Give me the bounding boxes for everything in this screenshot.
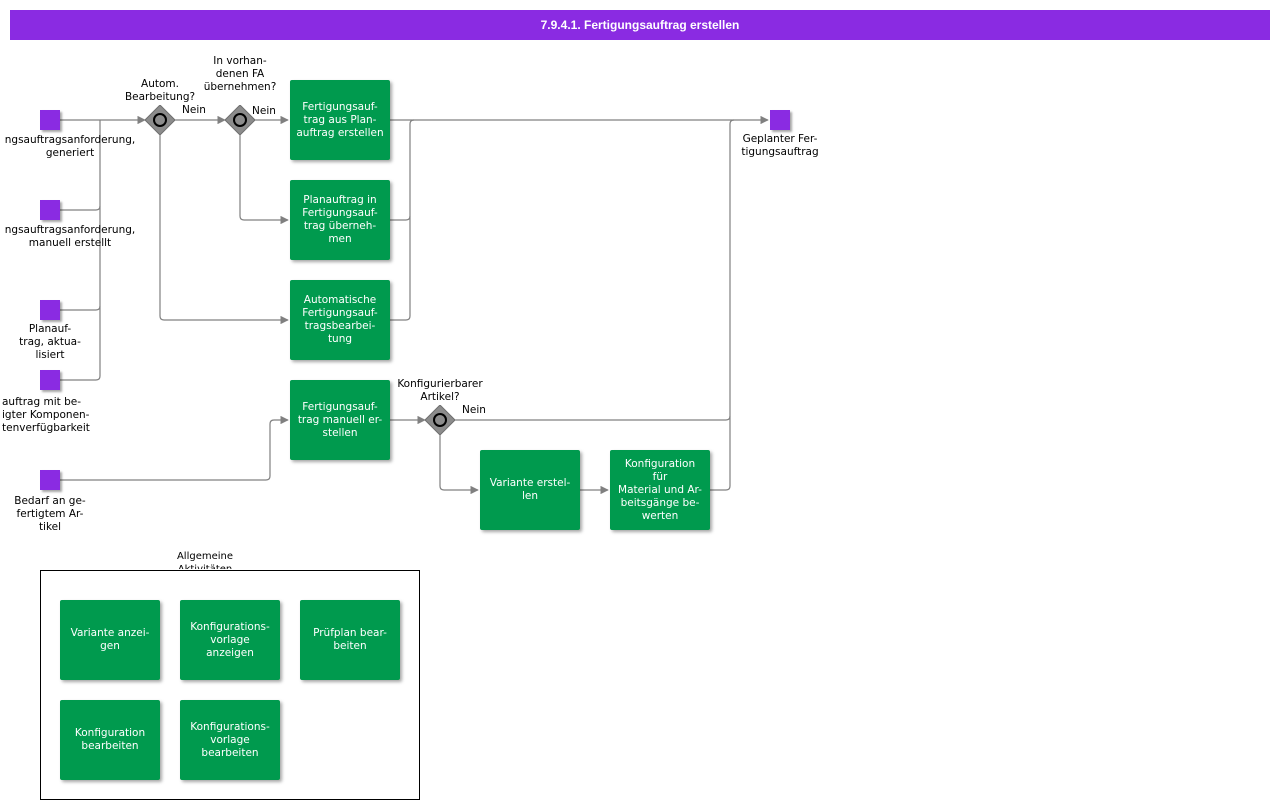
gateway-2-icon	[225, 105, 255, 135]
gateway-1-icon	[145, 105, 175, 135]
start-event-4	[40, 370, 60, 390]
flow-e3-merge	[60, 206, 101, 311]
activity-konfiguration-bewerten[interactable]: Konfiguration für Material und Ar- beits…	[610, 450, 710, 530]
activity-konfiguration-bearbeiten[interactable]: Konfiguration bearbeiten	[60, 700, 160, 780]
diagram-title: 7.9.4.1. Fertigungsauftrag erstellen	[10, 10, 1270, 40]
start-event-1-label: ngsauftragsanforderung, generiert	[4, 134, 136, 159]
gateway-2-no-label: Nein	[252, 105, 276, 117]
gateway-3-icon	[425, 405, 455, 435]
flow-e4-merge	[60, 306, 101, 381]
gateway-3-label: Konfigurierbarer Artikel?	[397, 378, 483, 403]
gateway-2-label: In vorhan- denen FA übernehmen?	[203, 55, 277, 93]
group-title: Allgemeine Aktivitäten	[176, 551, 234, 569]
flow-g1-a3	[159, 135, 289, 325]
flow-g2-a2	[239, 135, 289, 225]
general-activities-group	[40, 570, 420, 800]
gateway-1-label: Autom. Bearbeitung?	[124, 78, 196, 103]
flow-g3-end	[455, 119, 735, 421]
flow-a2-merge	[390, 119, 415, 221]
activity-fa-aus-planauftrag[interactable]: Fertigungsauf- trag aus Plan- auftrag er…	[290, 80, 390, 160]
activity-planauftrag-uebernehmen[interactable]: Planauftrag in Fertigungsauf- trag übern…	[290, 180, 390, 260]
start-event-3	[40, 300, 60, 320]
activity-automatische-bearbeitung[interactable]: Automatische Fertigungsauf- tragsbearbei…	[290, 280, 390, 360]
start-event-1	[40, 110, 60, 130]
end-event-label: Geplanter Fer- tigungsauftrag	[741, 133, 819, 158]
activity-fa-manuell-erstellen[interactable]: Fertigungsauf- trag manuell er- stellen	[290, 380, 390, 460]
start-event-2-label: ngsauftragsanforderung, manuell erstellt	[4, 224, 136, 249]
activity-konfigurationsvorlage-bearbeiten[interactable]: Konfigurations- vorlage bearbeiten	[180, 700, 280, 780]
start-event-3-label: Planauf- trag, aktua- lisiert	[19, 323, 81, 361]
flow-e5-a4	[60, 415, 289, 481]
flow-g3-a5	[439, 435, 479, 495]
flow-a3-merge	[390, 216, 411, 321]
start-event-5-label: Bedarf an ge- fertigtem Ar- tikel	[14, 495, 86, 533]
start-event-4-label: auftrag mit be- igter Komponen- tenverfü…	[2, 396, 90, 434]
activity-konfigurationsvorlage-anzeigen[interactable]: Konfigurations- vorlage anzeigen	[180, 600, 280, 680]
activity-variante-anzeigen[interactable]: Variante anzei- gen	[60, 600, 160, 680]
activity-variante-erstellen[interactable]: Variante erstel- len	[480, 450, 580, 530]
activity-pruefplan-bearbeiten[interactable]: Prüfplan bear- beiten	[300, 600, 400, 680]
gateway-1-no-label: Nein	[182, 104, 206, 116]
start-event-5	[40, 470, 60, 490]
gateway-3-no-label: Nein	[462, 404, 486, 416]
start-event-2	[40, 200, 60, 220]
flow-a6-merge	[710, 416, 731, 491]
end-event	[770, 110, 790, 130]
